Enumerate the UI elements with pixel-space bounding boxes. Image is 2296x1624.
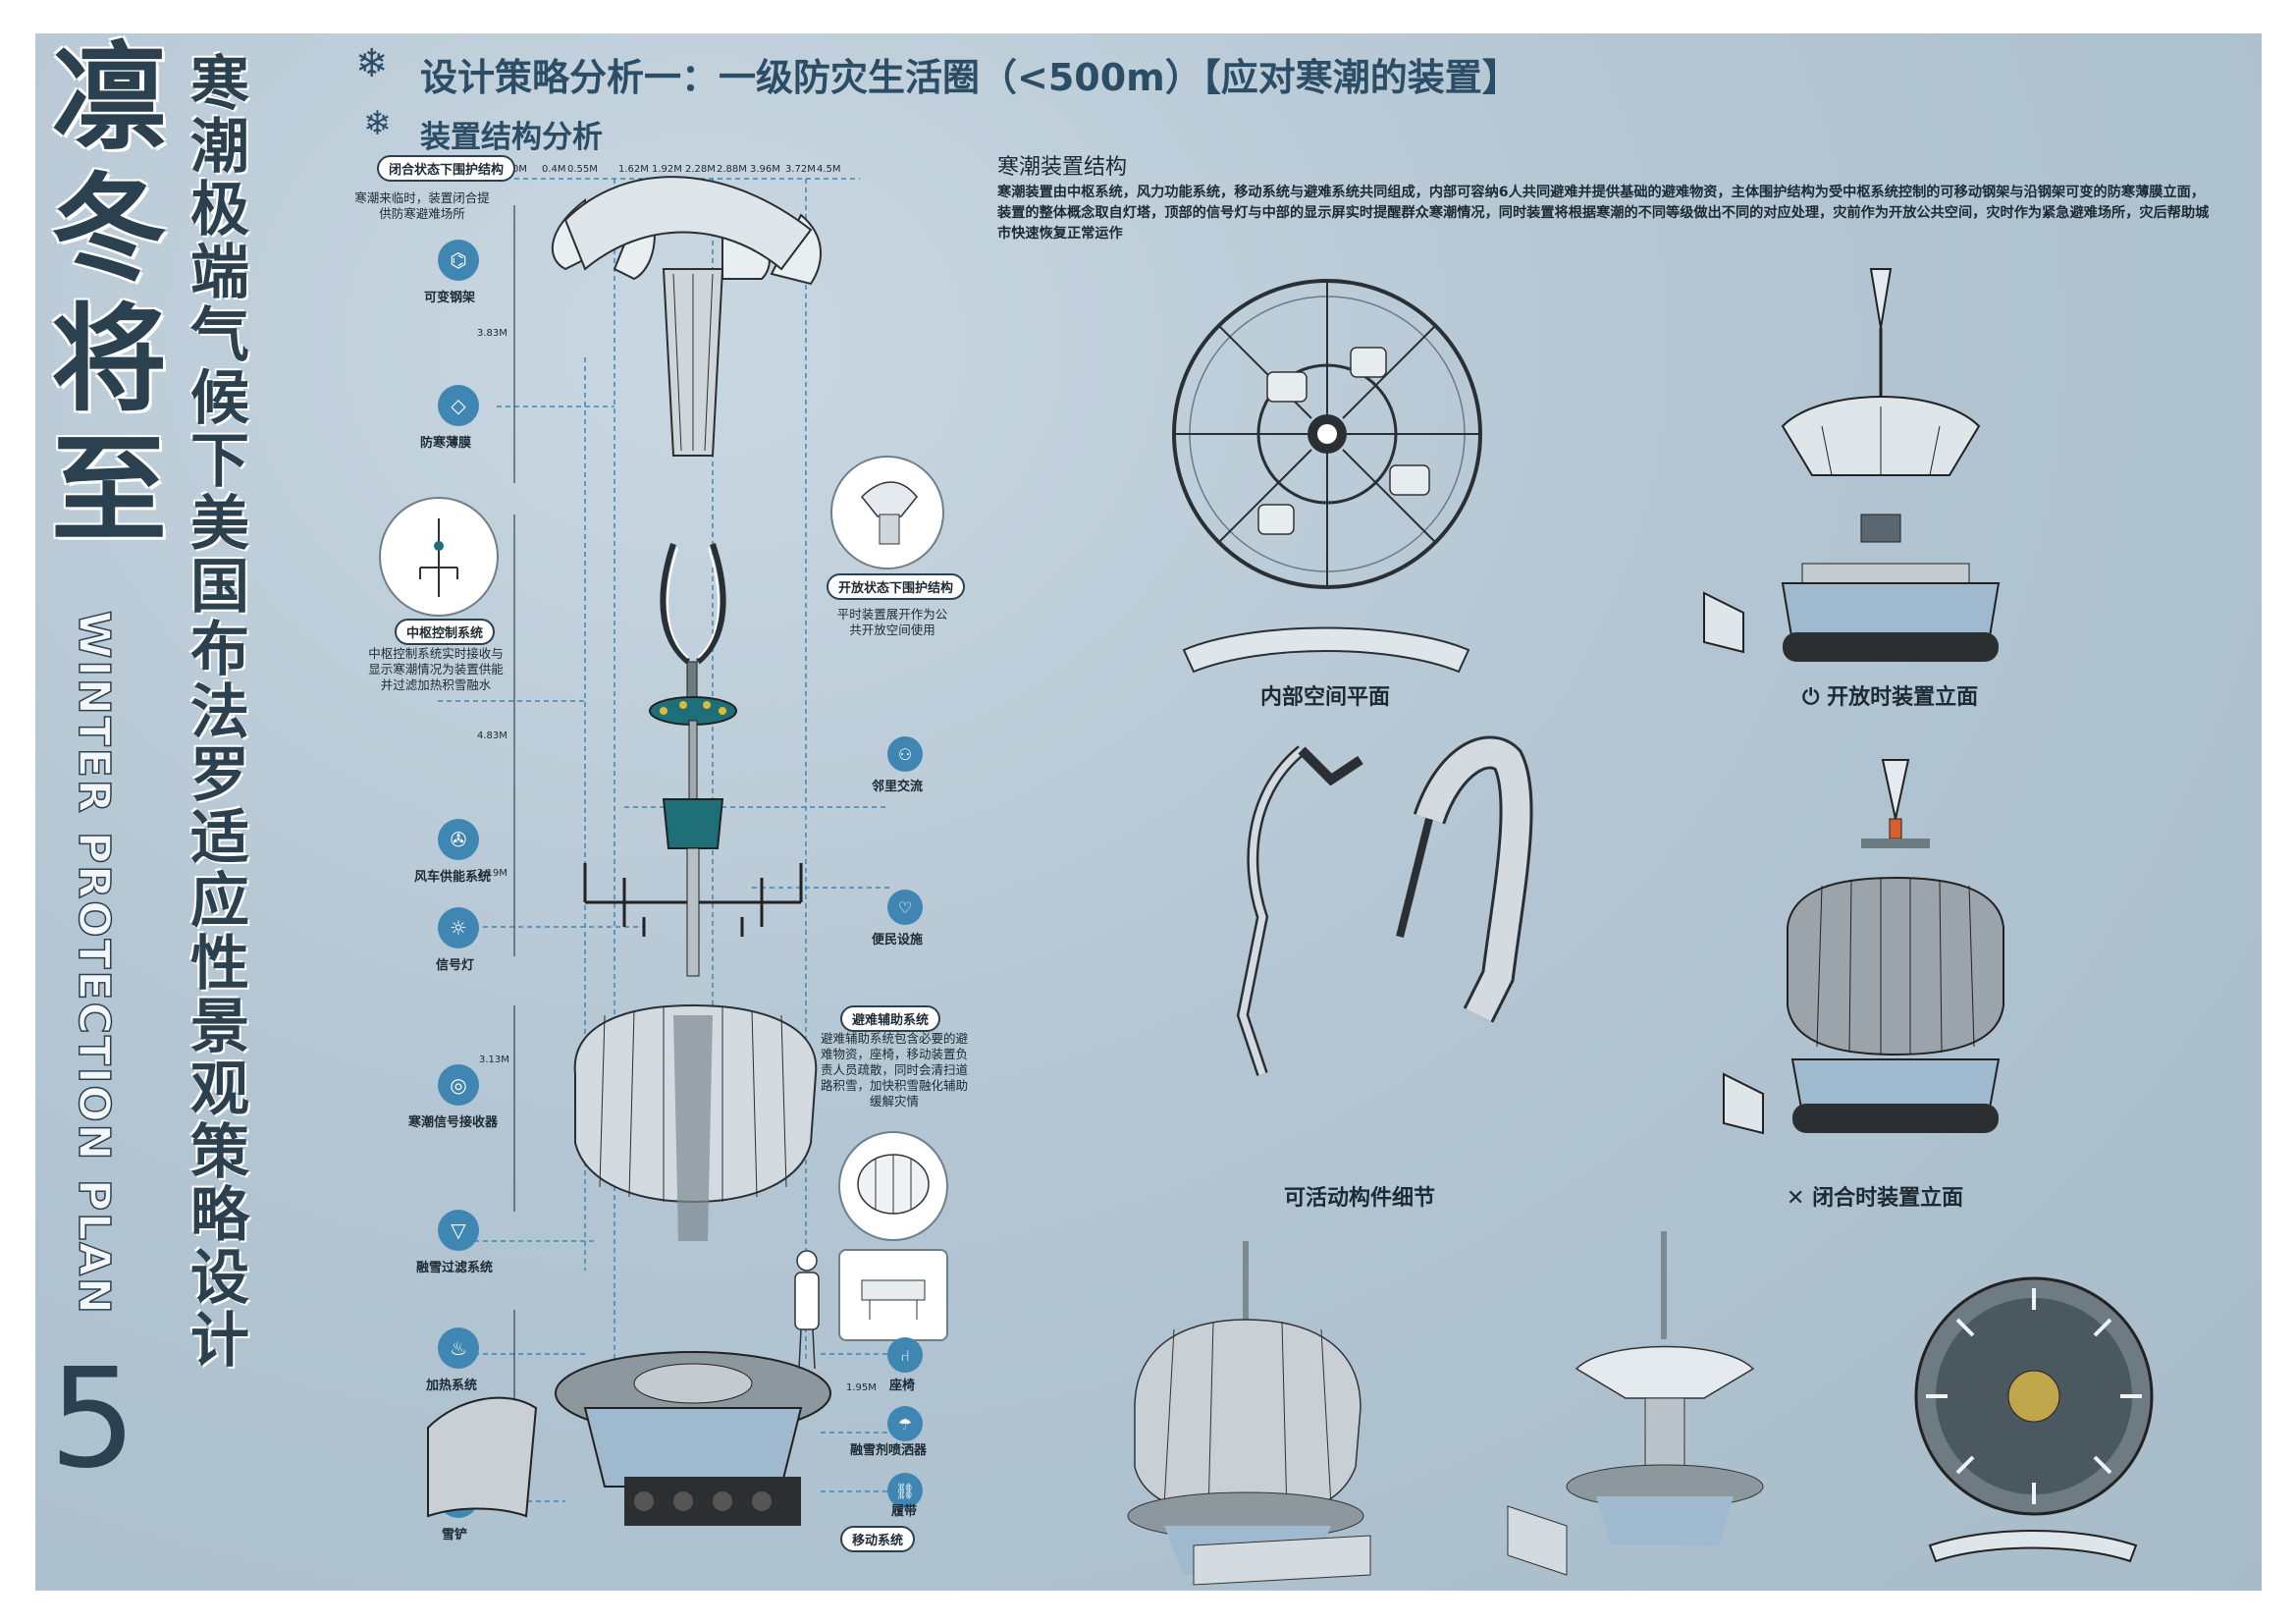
open-state-tag: 开放状态下围护结构 — [827, 573, 966, 600]
english-title: WINTER PROTECTION PLAN — [68, 610, 120, 1317]
signal-light-label: 信号灯 — [436, 958, 475, 973]
seat-label: 座椅 — [889, 1379, 916, 1393]
closed-elevation-caption: ✕ 闭合时装置立面 — [1787, 1186, 1964, 1211]
track-icon: ⛓ — [887, 1473, 923, 1508]
convenience-label: 便民设施 — [872, 933, 924, 947]
render-open-perspective — [1507, 1231, 1764, 1576]
shell-thumbnail — [838, 1131, 948, 1241]
power-icon: ⏻ — [1802, 685, 1820, 710]
page-number: 5 — [49, 1339, 137, 1499]
receiver-icon: ◎ — [438, 1064, 479, 1106]
steel-frame-label: 可变钢架 — [424, 291, 476, 305]
central-note: 中枢控制系统实时接收与显示寒潮情况为装置供能并过滤加热积雪融水 — [368, 646, 504, 692]
height-label: 1.95M — [846, 1382, 877, 1393]
mobile-system-tag: 移动系统 — [840, 1526, 916, 1552]
plow-label: 雪铲 — [442, 1528, 468, 1543]
open-state-thumbnail — [830, 456, 944, 569]
snow-filter-icon: ▽ — [438, 1210, 479, 1251]
neighbor-icon: ⚇ — [887, 736, 923, 772]
structure-title: 寒潮装置结构 — [997, 155, 1128, 180]
snow-filter-label: 融雪过滤系统 — [416, 1261, 494, 1275]
central-control-thumbnail — [379, 497, 499, 617]
closed-note: 寒潮来临时，装置闭合提供防寒避难场所 — [354, 190, 490, 221]
open-note: 平时装置展开作为公共开放空间使用 — [836, 607, 948, 637]
wind-power-icon: ✇ — [438, 819, 479, 860]
sprayer-icon: ☂ — [887, 1406, 923, 1441]
heating-label: 加热系统 — [426, 1379, 478, 1393]
snowflake-icon: ❄ — [355, 41, 389, 86]
receiver-label: 寒潮信号接收器 — [408, 1115, 499, 1130]
membrane-icon: ◇ — [438, 385, 479, 426]
plan-caption: 内部空间平面 — [1260, 685, 1391, 710]
membrane-label: 防寒薄膜 — [420, 436, 472, 451]
vertical-title: 凛冬将至 — [50, 33, 167, 558]
detail-caption: 可活动构件细节 — [1284, 1186, 1436, 1211]
closed-state-tag: 闭合状态下围护结构 — [377, 155, 516, 182]
convenience-icon: ♡ — [887, 890, 923, 925]
movable-detail-drawing — [1236, 735, 1533, 1076]
evacuation-tag: 避难辅助系统 — [840, 1005, 941, 1032]
closed-elevation-drawing — [1723, 759, 2004, 1135]
height-label: 3.83M — [477, 328, 507, 339]
structure-description: 寒潮装置由中枢系统，风力功能系统，移动系统与避难系统共同组成，内部可容纳6人共同… — [997, 185, 2210, 242]
render-closed-perspective — [1127, 1241, 1371, 1586]
vertical-subtitle: 寒潮极端气候下美国布法罗适应性景观策略设计 — [190, 50, 249, 1376]
close-icon: ✕ — [1787, 1186, 1805, 1211]
open-elevation-caption: ⏻ 开放时装置立面 — [1802, 685, 1979, 710]
snowflake-icon: ❄ — [363, 104, 392, 143]
interior-plan-drawing — [1172, 279, 1482, 674]
poster-board: 凛冬将至 寒潮极端气候下美国布法罗适应性景观策略设计 WINTER PROTEC… — [35, 33, 2262, 1591]
central-control-tag: 中枢控制系统 — [395, 619, 496, 645]
seat-thumbnail — [838, 1249, 948, 1341]
height-label: 2.19M — [477, 868, 507, 879]
seat-icon: ⑁ — [887, 1337, 923, 1373]
sprayer-label: 融雪剂喷洒器 — [850, 1443, 928, 1458]
wind-power-label: 风车供能系统 — [414, 870, 492, 885]
height-label: 3.13M — [479, 1055, 509, 1065]
open-elevation-drawing — [1703, 268, 2001, 662]
height-label: 4.83M — [477, 731, 507, 741]
evacuation-note: 避难辅助系统包含必要的避难物资，座椅，移动装置负责人员疏散，同时会清扫道路积雪，… — [821, 1031, 969, 1109]
track-label: 履带 — [891, 1504, 918, 1519]
main-heading: 设计策略分析一：一级防灾生活圈（<500m）【应对寒潮的装置】 — [420, 56, 1520, 99]
heating-icon: ♨ — [438, 1327, 479, 1369]
signal-light-icon: ☼ — [438, 907, 479, 948]
steel-frame-icon: ⌬ — [438, 240, 479, 281]
exploded-device-drawing — [427, 176, 831, 1526]
render-top-view — [1914, 1276, 2154, 1563]
sub-heading: 装置结构分析 — [420, 120, 603, 155]
neighbor-label: 邻里交流 — [872, 780, 924, 794]
